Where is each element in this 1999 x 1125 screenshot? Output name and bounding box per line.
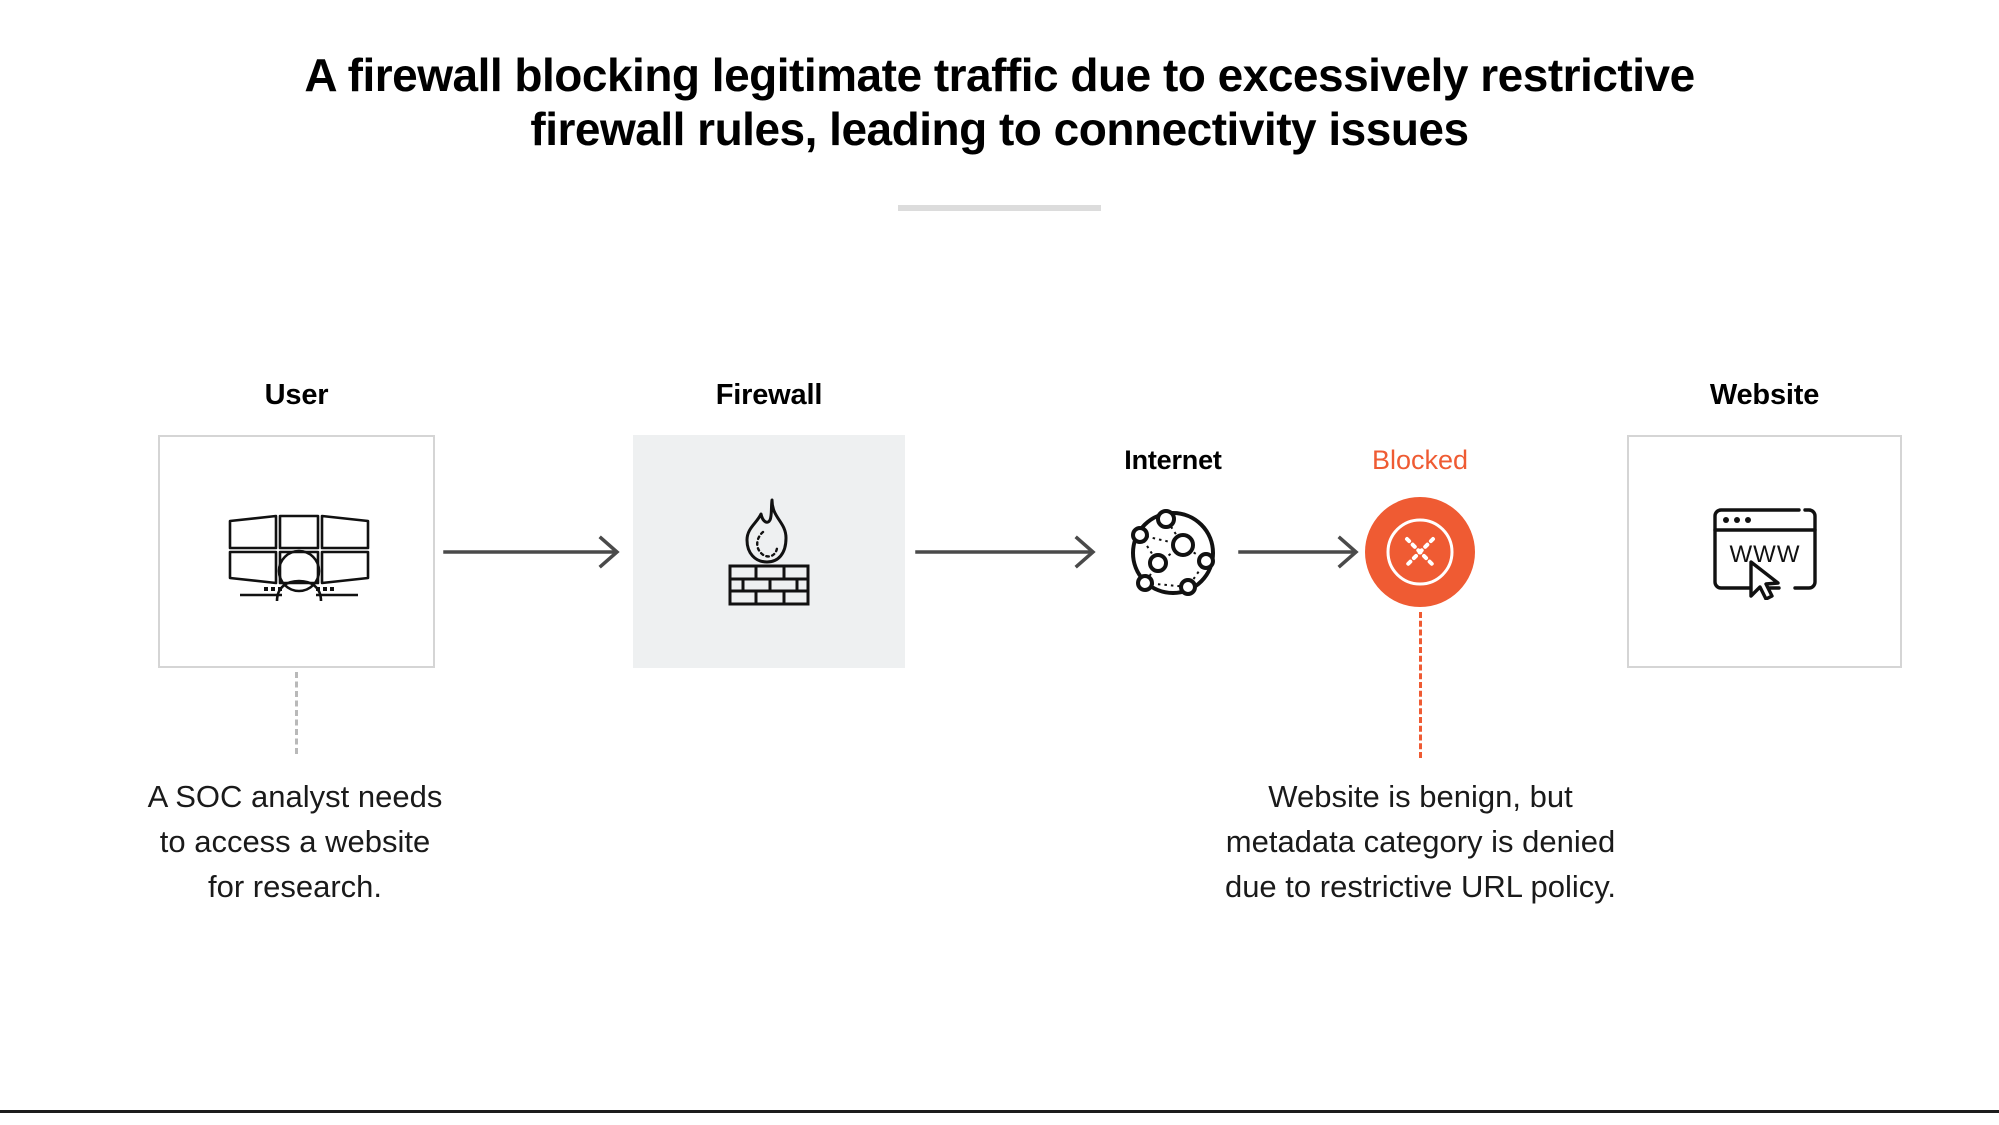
bottom-rule <box>0 1110 1999 1113</box>
arrow-internet-to-blocked <box>1238 535 1359 569</box>
node-firewall-label: Firewall <box>715 379 823 411</box>
node-internet[interactable]: Internet <box>1118 445 1228 607</box>
status-badge-label: Blocked <box>1371 445 1469 475</box>
page-title: A firewall blocking legitimate traffic d… <box>304 49 1695 156</box>
node-user[interactable]: User <box>158 379 435 668</box>
node-blocked[interactable]: Blocked <box>1365 445 1475 607</box>
blocked-x-glyph <box>1386 518 1454 586</box>
firewall-flame-brick-icon <box>728 498 810 605</box>
title-block: A firewall blocking legitimate traffic d… <box>0 48 1999 157</box>
caption-user: A SOC analyst needs to access a website … <box>147 779 443 904</box>
caption-blocked: Website is benign, but metadata category… <box>1224 779 1617 904</box>
svg-text:WWW: WWW <box>1729 541 1800 568</box>
blocked-x-circle-icon <box>1365 497 1475 607</box>
browser-dots <box>1722 516 1751 523</box>
soc-analyst-workstation-icon <box>228 514 369 601</box>
node-user-box <box>158 435 435 668</box>
node-firewall-box <box>633 435 905 668</box>
node-website-box: WWW <box>1627 435 1902 668</box>
network-globe-icon <box>1131 509 1215 596</box>
node-user-label: User <box>264 379 329 411</box>
node-internet-label: Internet <box>1124 445 1222 475</box>
leader-line-blocked <box>1419 612 1422 758</box>
browser-www-cursor-icon: WWW <box>1712 507 1817 600</box>
title-divider <box>898 205 1101 211</box>
arrow-user-to-firewall <box>443 535 620 569</box>
keyboard-keys <box>263 586 334 591</box>
node-website-label: Website <box>1709 379 1820 411</box>
node-firewall[interactable]: Firewall <box>633 379 905 668</box>
arrow-firewall-to-internet <box>915 535 1096 569</box>
node-website[interactable]: Website WWW <box>1627 379 1902 668</box>
leader-line-user <box>295 672 298 754</box>
